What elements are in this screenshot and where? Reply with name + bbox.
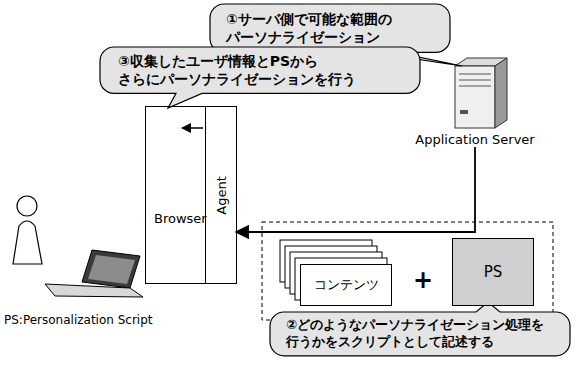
laptop-screen bbox=[82, 250, 140, 288]
node-text: コンテンツ bbox=[314, 276, 379, 294]
browser-window: Browser Agent bbox=[145, 106, 237, 284]
drive-bay bbox=[459, 86, 491, 87]
script-box: PS bbox=[452, 238, 534, 306]
server-node: Application Server bbox=[410, 56, 540, 147]
callout-bubble: ①サーバ側で可能な範囲の パーソナライゼーション bbox=[210, 4, 450, 52]
data-flow-arrow bbox=[236, 147, 475, 232]
node-text: Agent bbox=[214, 176, 229, 214]
user-head bbox=[17, 196, 37, 216]
agent-module: Agent bbox=[205, 107, 236, 283]
callout-bubble: ③収集したユーザ情報とPSから さらにパーソナライゼーションを行う bbox=[100, 47, 420, 93]
callout-shape bbox=[100, 47, 420, 108]
callout-bubble: ②どのようなパーソナライゼーション処理を 行うかをスクリプトとして記述する bbox=[270, 312, 570, 356]
user-body bbox=[13, 221, 42, 264]
laptop-display bbox=[88, 255, 135, 284]
plus-sign: + bbox=[413, 266, 433, 294]
agent-arrow bbox=[182, 127, 203, 129]
node-text: Browser bbox=[154, 211, 207, 226]
node-text: ①サーバ側で可能な範囲の パーソナライゼーション bbox=[226, 10, 434, 46]
drive-bay bbox=[459, 80, 491, 81]
laptop-icon bbox=[45, 250, 143, 297]
laptop-base bbox=[45, 284, 143, 297]
user-figure bbox=[13, 196, 42, 264]
content-page: コンテンツ bbox=[300, 264, 392, 306]
legend-note: PS:Personalization Script bbox=[4, 313, 153, 327]
node-text: ③収集したユーザ情報とPSから さらにパーソナライゼーションを行う bbox=[118, 52, 402, 88]
node-text: ②どのようなパーソナライゼーション処理を 行うかをスクリプトとして記述する bbox=[286, 317, 554, 351]
node-text: PS bbox=[484, 263, 503, 281]
node-text: Application Server bbox=[410, 132, 540, 147]
server-icon bbox=[455, 58, 507, 128]
group-outline bbox=[262, 222, 553, 320]
server-front bbox=[455, 66, 495, 128]
drive-bay bbox=[459, 74, 491, 75]
callout-shape bbox=[270, 302, 570, 356]
server-led bbox=[460, 110, 468, 114]
server-side bbox=[495, 58, 507, 128]
